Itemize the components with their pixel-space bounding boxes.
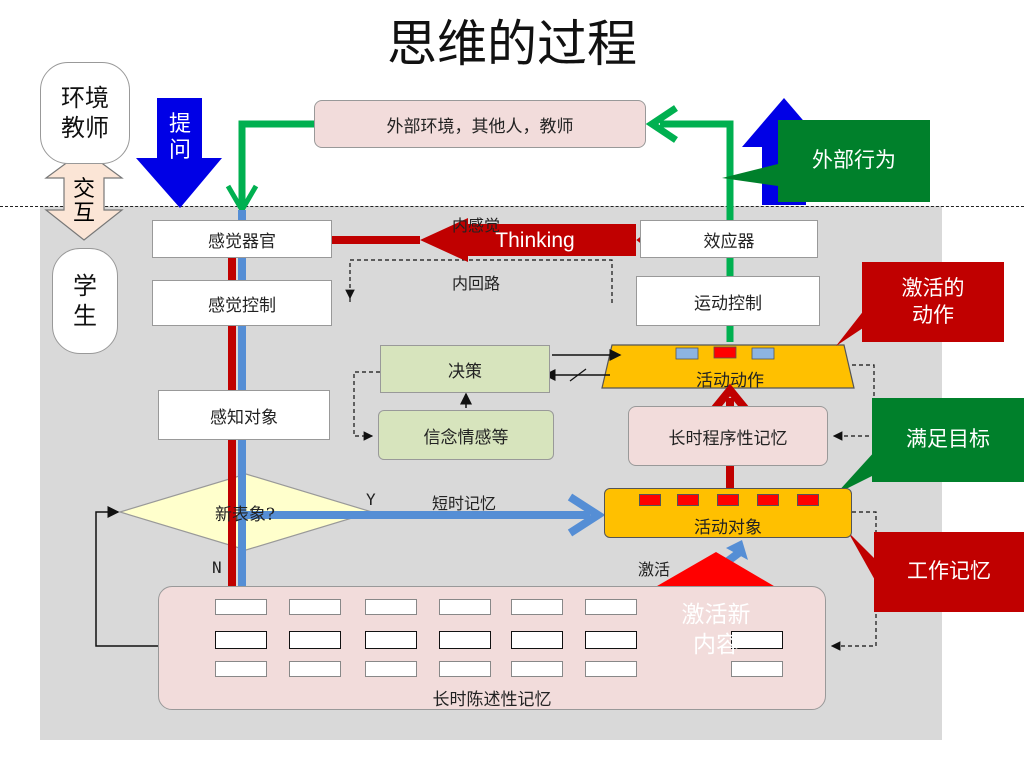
memory-cell [365,599,417,615]
long-term-declarative-memory-label: 长时陈述性记忆 [432,690,552,710]
no-label: N [212,558,222,577]
effector-box: 效应器 [640,220,818,258]
memory-cell [289,631,341,649]
memory-cell [585,631,637,649]
memory-cell [439,661,491,677]
memory-slot [757,494,779,506]
beliefs-emotions-box: 信念情感等 [378,410,554,460]
memory-slot [797,494,819,506]
memory-cell [289,599,341,615]
sensory-control-box: 感觉控制 [152,280,332,326]
slide-title: 思维的过程 [387,15,637,73]
thinking-arrow [420,218,636,262]
memory-cell [511,631,563,649]
activate-label: 激活 [638,560,671,579]
satisfy-goal-callout: 满足目标 [872,398,1024,482]
interaction-double-arrow [44,149,124,241]
internal-loop-label: 内回路 [452,274,501,293]
memory-cell [585,661,637,677]
memory-cell [365,661,417,677]
memory-cell [215,631,267,649]
memory-cell [439,631,491,649]
memory-cell [289,661,341,677]
memory-slot [717,494,739,506]
memory-cell [585,599,637,615]
interaction-label: 交 互 [72,177,95,227]
active-object-label: 活动对象 [694,518,762,538]
memory-cell [215,599,267,615]
thinking-label: Thinking [495,229,575,252]
working-memory-callout: 工作记忆 [874,532,1024,612]
decision-box: 决策 [380,345,550,393]
internal-sense-label: 内感觉 [452,216,501,235]
perceived-object-box: 感知对象 [158,390,330,440]
external-environment-box: 外部环境，其他人，教师 [314,100,646,148]
memory-cell [511,599,563,615]
activate-new-content-label: 激活新 内容 [681,602,751,658]
student-box: 学 生 [52,248,118,354]
long-term-declarative-memory-box: 长时陈述性记忆 [158,586,826,710]
motor-control-box: 运动控制 [636,276,820,326]
memory-slot [677,494,699,506]
memory-cell [731,631,783,649]
active-action-label: 活动动作 [696,371,764,391]
activated-action-callout: 激活的 动作 [862,262,1004,342]
short-term-memory-label: 短时记忆 [432,494,497,513]
memory-cell [511,661,563,677]
environment-teacher-box: 环境 教师 [40,62,130,164]
ask-question-label: 提 问 [168,112,191,164]
active-object-box: 活动对象 [604,488,852,538]
memory-slot [639,494,661,506]
ask-question-arrow [136,98,222,208]
long-term-procedural-memory-box: 长时程序性记忆 [628,406,828,466]
memory-cell [439,599,491,615]
memory-cell [365,631,417,649]
new-image-question-label: 新表象? [214,505,276,525]
dashed-divider-line [0,206,1024,207]
yes-label: Y [366,490,376,509]
external-behavior-callout: 外部行为 [778,120,930,202]
memory-cell [215,661,267,677]
active-action-trapezoid [601,344,855,389]
memory-cell [731,661,783,677]
sensory-organs-box: 感觉器官 [152,220,332,258]
